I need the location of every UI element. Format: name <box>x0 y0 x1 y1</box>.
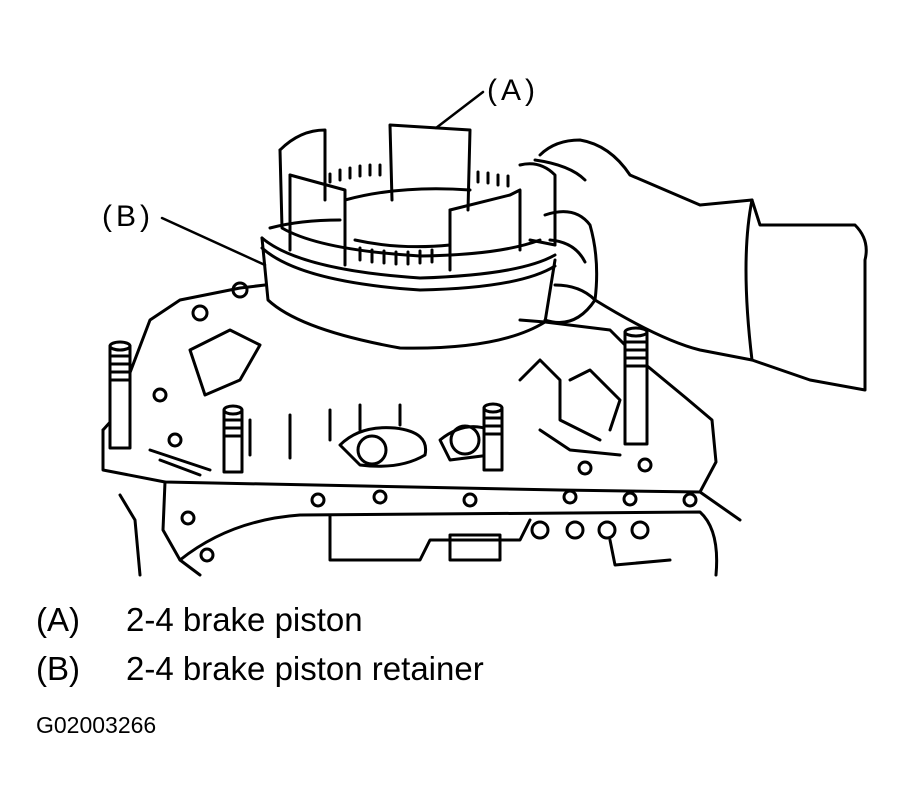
case-studs <box>108 326 649 474</box>
stud-left <box>108 340 132 450</box>
stud-right-inner <box>482 402 504 472</box>
legend-label: 2-4 brake piston <box>126 601 363 638</box>
callout-label-a: (A) <box>487 74 539 107</box>
stud-right <box>623 326 649 446</box>
legend-label: 2-4 brake piston retainer <box>126 650 484 687</box>
callout-label-b: (B) <box>102 200 154 233</box>
brake-piston-illustration <box>101 90 868 577</box>
legend-row: (A) 2-4 brake piston <box>36 601 363 639</box>
leader-lines <box>160 90 485 267</box>
legend-key: (A) <box>36 601 80 638</box>
transmission-case <box>101 281 742 577</box>
brake-piston <box>278 123 557 272</box>
legend-key: (B) <box>36 650 80 687</box>
leader-line-a <box>434 90 485 130</box>
stud-left-inner <box>222 404 244 474</box>
legend-row: (B) 2-4 brake piston retainer <box>36 650 484 688</box>
hand <box>533 138 868 392</box>
brake-piston-retainer <box>260 218 557 350</box>
leader-line-b <box>160 216 267 267</box>
figure-code: G02003266 <box>36 712 157 738</box>
